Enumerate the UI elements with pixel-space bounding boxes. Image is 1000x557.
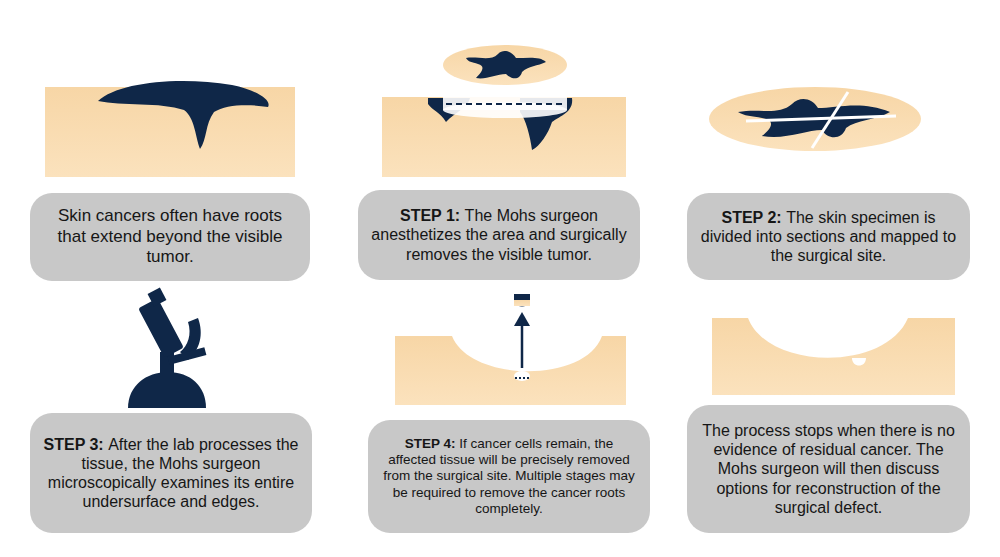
step-heading: STEP 1: — [400, 207, 460, 224]
caption-paragraph: STEP 2:The skin specimen is divided into… — [699, 208, 958, 266]
microscope-icon — [128, 288, 206, 408]
caption-box: STEP 4:If cancer cells remain, the affec… — [368, 420, 650, 533]
caption-box: STEP 1:The Mohs surgeon anesthetizes the… — [358, 190, 640, 280]
sectioned-specimen-illustration — [709, 87, 921, 151]
caption-paragraph: The process stops when there is no evide… — [699, 421, 958, 517]
step-heading: STEP 2: — [721, 209, 781, 226]
skin-tumor-illustration — [45, 81, 295, 177]
final-defect-illustration — [712, 318, 955, 395]
caption-box: STEP 3:After the lab processes the tissu… — [30, 413, 312, 533]
caption-box: Skin cancers often have roots that exten… — [30, 193, 310, 281]
caption-paragraph: Skin cancers often have roots that exten… — [42, 206, 298, 267]
caption-paragraph: STEP 4:If cancer cells remain, the affec… — [380, 436, 638, 517]
caption-paragraph: STEP 1:The Mohs surgeon anesthetizes the… — [370, 206, 628, 264]
step-description: The process stops when there is no evide… — [702, 422, 955, 516]
caption-box: STEP 2:The skin specimen is divided into… — [687, 193, 970, 280]
caption-box: The process stops when there is no evide… — [687, 405, 970, 533]
excision-illustration — [382, 45, 626, 177]
caption-paragraph: STEP 3:After the lab processes the tissu… — [42, 435, 300, 512]
re-excision-illustration — [395, 294, 626, 405]
step-heading: STEP 4: — [405, 436, 456, 451]
step-heading: STEP 3: — [44, 436, 104, 453]
step-description: Skin cancers often have roots that exten… — [58, 206, 283, 266]
